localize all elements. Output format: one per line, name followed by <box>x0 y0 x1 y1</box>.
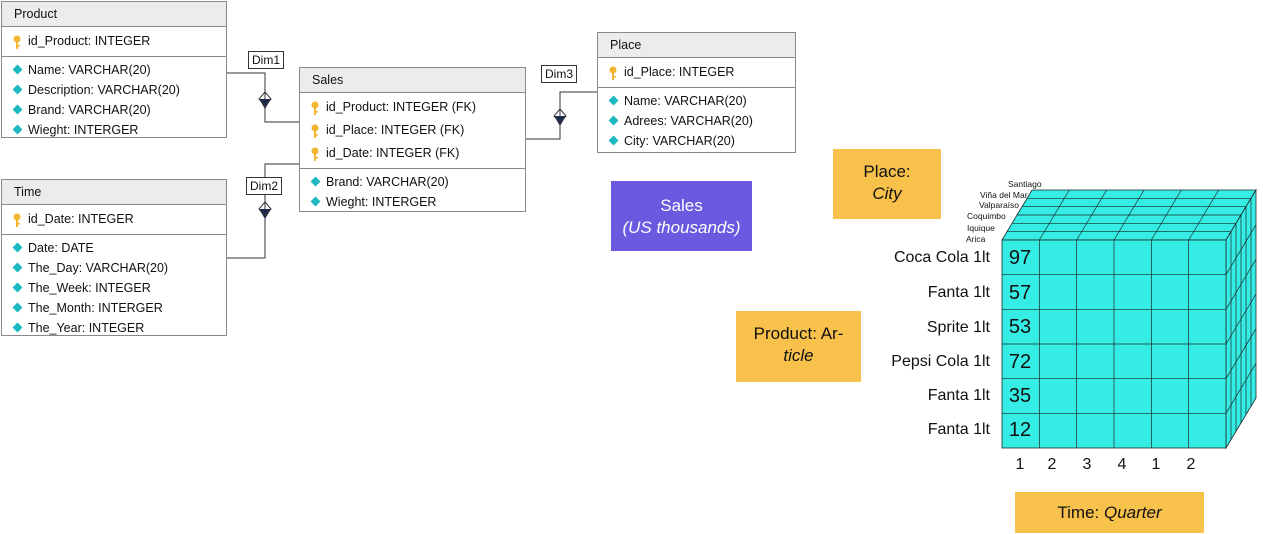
time-field: The_Year: INTEGER <box>12 318 226 338</box>
city-label: Iquique <box>967 223 995 233</box>
product-table-title: Product <box>2 2 226 27</box>
time-pk-label: id_Date: INTEGER <box>28 212 134 226</box>
quarter-label: 3 <box>1082 456 1092 473</box>
key-icon <box>13 35 21 49</box>
dim1-connector <box>226 72 300 123</box>
product-dimension-level: ticle <box>783 346 814 365</box>
sales-key-section: id_Product: INTEGER (FK) id_Place: INTEG… <box>300 93 525 168</box>
key-icon <box>609 66 617 80</box>
city-label: Valparaíso <box>979 200 1020 210</box>
place-dimension-title: Place: <box>863 162 911 181</box>
cube-grid-line <box>1225 363 1257 414</box>
key-icon <box>311 101 319 115</box>
key-icon <box>311 147 319 161</box>
place-table: Place id_Place: INTEGER Name: VARCHAR(20… <box>597 32 796 153</box>
key-icon <box>13 213 21 227</box>
time-dimension-box: Time: Quarter <box>1015 492 1204 533</box>
city-label: Viña del Mar <box>980 190 1028 200</box>
dim2-cardinality-marker <box>259 209 271 219</box>
sales-fk-row: id_Date: INTEGER (FK) <box>311 142 525 165</box>
cell-value: 97 <box>1008 247 1032 269</box>
dim2-label: Dim2 <box>246 177 283 195</box>
cube-grid-line <box>1225 328 1257 379</box>
time-fields-section: Date: DATE The_Day: VARCHAR(20) The_Week… <box>2 234 226 341</box>
quarter-label: 4 <box>1117 456 1127 473</box>
product-label: Fanta 1lt <box>927 284 990 301</box>
sales-fk-row: id_Product: INTEGER (FK) <box>311 96 525 119</box>
sales-field: Wieght: INTERGER <box>310 192 525 212</box>
city-label: Santiago <box>1008 179 1042 189</box>
cube-grid-line <box>1225 259 1257 310</box>
product-label: Sprite 1lt <box>926 319 990 336</box>
time-dimension-level: Quarter <box>1103 503 1162 522</box>
place-key-section: id_Place: INTEGER <box>598 58 795 87</box>
place-field: City: VARCHAR(20) <box>608 131 795 151</box>
product-field: Brand: VARCHAR(20) <box>12 100 226 120</box>
sales-table-title: Sales <box>300 68 525 93</box>
dim3-label: Dim3 <box>541 65 578 83</box>
cube-grid-line <box>1225 224 1257 275</box>
cell-value: 12 <box>1008 419 1032 441</box>
cell-value: 72 <box>1008 351 1032 373</box>
sales-measure-box: Sales (US thousands) <box>611 181 752 251</box>
sales-measure-unit: (US thousands) <box>622 218 741 237</box>
product-dimension-box: Product: Ar- ticle <box>736 311 861 382</box>
product-label: Pepsi Cola 1lt <box>891 353 990 370</box>
product-table: Product id_Product: INTEGER Name: VARCHA… <box>1 1 227 138</box>
sales-field: Brand: VARCHAR(20) <box>310 172 525 192</box>
product-key-section: id_Product: INTEGER <box>2 27 226 56</box>
sales-fk-row: id_Place: INTEGER (FK) <box>311 119 525 142</box>
place-dimension-level: City <box>872 184 902 203</box>
time-pk-row: id_Date: INTEGER <box>13 208 226 231</box>
dim1-label: Dim1 <box>248 51 285 69</box>
time-table: Time id_Date: INTEGER Date: DATE The_Day… <box>1 179 227 336</box>
cell-value: 57 <box>1008 282 1032 304</box>
time-field: Date: DATE <box>12 238 226 258</box>
place-dimension-box: Place: City <box>833 149 941 219</box>
time-field: The_Week: INTEGER <box>12 278 226 298</box>
product-label: Coca Cola 1lt <box>893 249 990 266</box>
dim3-cardinality-marker <box>554 116 566 126</box>
product-field: Description: VARCHAR(20) <box>12 80 226 100</box>
place-field: Adrees: VARCHAR(20) <box>608 111 795 131</box>
time-dimension-title: Time: <box>1057 503 1100 522</box>
quarter-label: 2 <box>1047 456 1057 473</box>
city-label: Arica <box>966 234 986 244</box>
cell-value: 53 <box>1008 316 1032 338</box>
dim1-cardinality-marker <box>259 99 271 109</box>
product-field: Name: VARCHAR(20) <box>12 60 226 80</box>
place-field: Name: VARCHAR(20) <box>608 91 795 111</box>
quarter-label: 1 <box>1015 456 1025 473</box>
product-fields-section: Name: VARCHAR(20) Description: VARCHAR(2… <box>2 56 226 143</box>
quarter-label: 2 <box>1186 456 1196 473</box>
time-table-title: Time <box>2 180 226 205</box>
product-label: Fanta 1lt <box>927 387 990 404</box>
product-field: Wieght: INTERGER <box>12 120 226 140</box>
cube-grid-line <box>1225 293 1257 345</box>
product-pk-label: id_Product: INTEGER <box>28 34 151 48</box>
time-field: The_Day: VARCHAR(20) <box>12 258 226 278</box>
product-pk-row: id_Product: INTEGER <box>13 30 226 53</box>
place-pk-label: id_Place: INTEGER <box>624 65 735 79</box>
sales-table: Sales id_Product: INTEGER (FK) id_Place:… <box>299 67 526 212</box>
place-pk-row: id_Place: INTEGER <box>609 61 795 84</box>
cell-value: 35 <box>1008 385 1032 407</box>
product-label: Fanta 1lt <box>927 421 990 438</box>
place-table-title: Place <box>598 33 795 58</box>
sales-fields-section: Brand: VARCHAR(20) Wieght: INTERGER <box>300 168 525 215</box>
place-fields-section: Name: VARCHAR(20) Adrees: VARCHAR(20) Ci… <box>598 87 795 154</box>
product-dimension-title: Product: Ar- <box>753 324 844 343</box>
quarter-label: 1 <box>1151 456 1161 473</box>
city-label: Coquimbo <box>967 211 1006 221</box>
time-key-section: id_Date: INTEGER <box>2 205 226 234</box>
dim3-connector <box>525 91 597 140</box>
time-field: The_Month: INTERGER <box>12 298 226 318</box>
sales-measure-title: Sales <box>660 196 703 215</box>
key-icon <box>311 124 319 138</box>
